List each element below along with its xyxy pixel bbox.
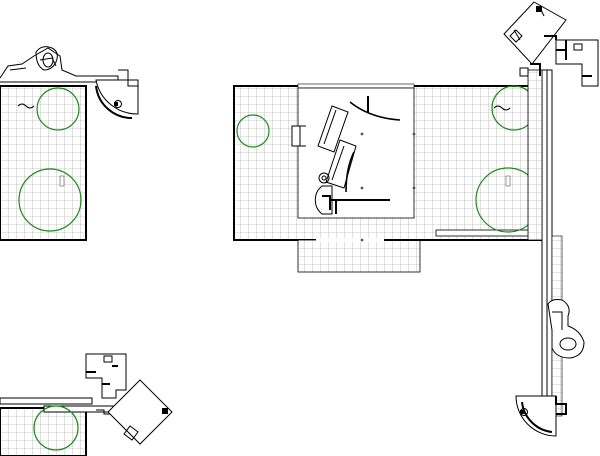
curved-vestibule	[314, 185, 333, 215]
diamond-fixture-icon	[123, 425, 139, 441]
angled-wall-inner	[323, 109, 337, 145]
paved-grid-area	[0, 407, 87, 456]
upper-terrace-rim	[297, 83, 415, 89]
curved-pool-outline	[35, 46, 58, 71]
window-icon	[573, 43, 583, 51]
quarter-circle-arc	[95, 85, 133, 120]
wall-strip	[0, 397, 93, 405]
panel-center	[233, 83, 543, 273]
tree-canopy	[36, 87, 80, 131]
inner-fixture	[321, 175, 327, 181]
tree-canopy	[18, 168, 82, 232]
small-block	[162, 408, 168, 414]
vestibule-walls	[322, 195, 346, 214]
panel-bottom-left	[0, 353, 173, 456]
pool-wall	[552, 311, 563, 330]
lower-grid-extension	[297, 239, 421, 273]
curved-wall	[349, 101, 401, 121]
wall-block-left-cap	[300, 125, 306, 147]
quarter-circle-arc	[521, 401, 553, 433]
curved-pool-outline	[547, 299, 585, 359]
bench-strip	[435, 229, 537, 237]
wall-strip	[0, 47, 119, 83]
panel-right-vertical	[503, 1, 599, 437]
small-block	[536, 6, 542, 12]
pool-element	[42, 52, 54, 68]
panel-top-left	[0, 46, 139, 241]
small-block	[520, 410, 524, 414]
room-walls	[556, 40, 592, 77]
paved-grid-area	[0, 85, 87, 241]
column-dot	[360, 132, 364, 136]
connector-wall	[530, 35, 557, 76]
tree-canopy	[33, 405, 79, 451]
tree-canopy	[236, 114, 270, 148]
curved-wall-arc	[345, 151, 355, 193]
column-dot	[360, 186, 364, 190]
room-walls	[86, 365, 118, 385]
bench-icon	[59, 175, 65, 187]
side-grid-strip	[527, 69, 543, 241]
wall-block-left	[291, 125, 301, 147]
diamond-pavilion	[107, 379, 173, 445]
window-icon	[103, 355, 113, 363]
small-fixture-icon	[493, 105, 511, 111]
column-dot	[412, 186, 416, 190]
entry-step	[519, 67, 529, 77]
column-dot	[412, 132, 416, 136]
bench-icon	[505, 175, 511, 187]
round-fixture-icon	[318, 172, 330, 184]
small-fixture-icon	[17, 103, 35, 109]
tower-walls	[118, 69, 139, 96]
doorway-gap	[316, 238, 384, 242]
wall-strip-inner	[9, 57, 57, 71]
quarter-circle-room	[95, 79, 139, 115]
small-block	[114, 102, 118, 106]
quarter-circle-room	[515, 395, 557, 437]
pool-element	[559, 337, 577, 351]
diamond-fixture-icon	[509, 29, 523, 43]
column-dot	[360, 238, 364, 242]
tower-walls	[555, 396, 567, 415]
angled-wall-inner	[331, 145, 345, 181]
